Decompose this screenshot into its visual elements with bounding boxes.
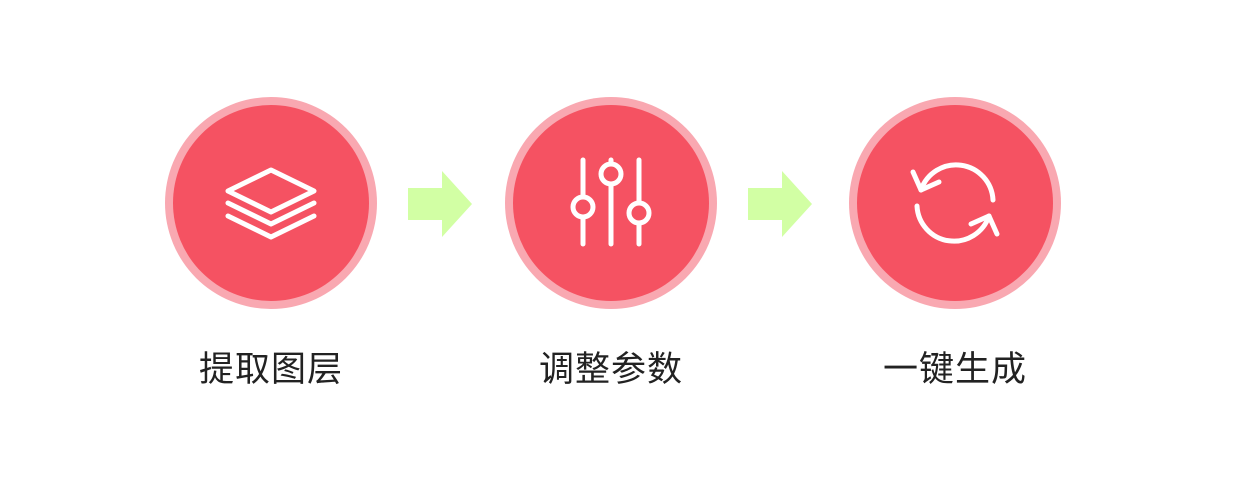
arrow-right-icon <box>748 171 812 237</box>
step-circle-ring <box>165 97 377 309</box>
step-label: 一键生成 <box>882 350 1027 390</box>
refresh-icon <box>910 162 1000 244</box>
step-label: 调整参数 <box>538 350 683 390</box>
step-circle <box>857 105 1053 301</box>
step-circle-ring <box>849 97 1061 309</box>
step-circle <box>173 105 369 301</box>
step-extract-layers: 提取图层 <box>163 97 379 390</box>
step-one-click-generate: 一键生成 <box>847 97 1063 390</box>
arrow-right-icon <box>408 171 472 237</box>
step-circle <box>513 105 709 301</box>
step-adjust-params: 调整参数 <box>503 97 719 390</box>
layers-icon <box>225 167 317 240</box>
sliders-icon <box>570 157 652 247</box>
step-label: 提取图层 <box>198 350 343 390</box>
step-circle-ring <box>505 97 717 309</box>
